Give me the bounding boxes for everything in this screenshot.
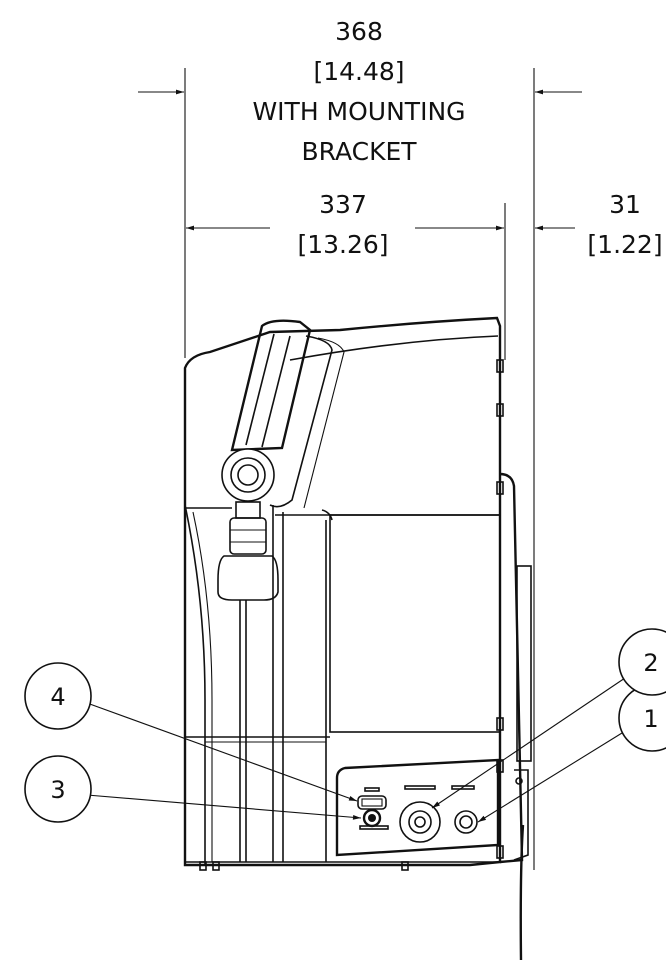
dimension-body: 337 [13.26]	[186, 190, 506, 360]
connector-2-outer	[399, 801, 441, 843]
fastener-2	[496, 403, 504, 417]
knob-mid	[230, 457, 266, 493]
connector-2-label	[404, 785, 436, 790]
callout-2: 2	[431, 628, 666, 809]
connector-2-core	[414, 816, 426, 828]
connector-1-inner	[459, 815, 473, 829]
front-curve-inner	[192, 511, 213, 862]
bracket-hole	[515, 777, 523, 785]
dim-body-inch: [13.26]	[297, 230, 388, 259]
dimension-overall: 368 [14.48] WITH MOUNTING BRACKET	[138, 17, 582, 870]
device-side-view	[183, 316, 532, 960]
dim-overall-note-line2: BRACKET	[301, 137, 417, 166]
mounting-bracket	[499, 472, 524, 864]
dim-bracket-mm: 31	[609, 190, 641, 219]
callout-1-number: 1	[643, 705, 658, 733]
callout-3-number: 3	[50, 776, 65, 804]
bottle-neck	[235, 501, 261, 519]
dim-body-mm: 337	[319, 190, 367, 219]
fastener-4	[496, 717, 504, 731]
lid-handle-inner	[245, 333, 275, 446]
connector-4-pins	[361, 798, 383, 807]
lid-curve-2	[303, 337, 345, 509]
dim-overall-note-line1: WITH MOUNTING	[252, 97, 465, 126]
callout-4-number: 4	[50, 683, 65, 711]
leader-line-4	[86, 702, 358, 802]
cable	[519, 824, 525, 960]
dimension-bracket: 31 [1.22]	[535, 190, 663, 259]
connector-1-outer	[454, 810, 478, 834]
connector-panel	[335, 758, 500, 857]
door-corner	[321, 509, 333, 521]
connector-3	[362, 808, 382, 828]
lid-handle	[230, 319, 312, 452]
device-outline	[183, 316, 502, 867]
lid-curve	[269, 335, 333, 508]
leader-line-3	[86, 794, 362, 820]
fastener-1	[496, 359, 504, 373]
leader-line-2	[431, 677, 626, 809]
callout-3: 3	[24, 755, 362, 823]
bottle-collar	[229, 517, 267, 555]
bottle-body	[217, 555, 279, 601]
lid-handle-inner-2	[261, 335, 291, 448]
balloon-4	[24, 662, 92, 730]
door-panel	[329, 514, 501, 733]
dim-overall-inch: [14.48]	[313, 57, 404, 86]
foot-mid	[212, 861, 220, 871]
callout-2-number: 2	[643, 649, 658, 677]
knob-inner	[237, 464, 259, 486]
callout-1: 1	[477, 684, 666, 823]
front-curve	[184, 504, 206, 865]
connector-4-label	[364, 787, 380, 792]
fastener-3	[496, 481, 504, 495]
balloon-2	[618, 628, 666, 696]
connector-1-label	[451, 785, 475, 790]
callout-4: 4	[24, 662, 358, 802]
foot-left	[199, 861, 207, 871]
fastener-6	[496, 845, 504, 859]
top-housing-line	[289, 335, 499, 361]
connector-3-center	[368, 814, 376, 822]
bracket-plate	[516, 565, 532, 762]
leader-line-1	[477, 732, 623, 823]
connector-2-inner	[408, 810, 432, 834]
knob-outer	[221, 448, 275, 502]
balloon-3	[24, 755, 92, 823]
foot-right	[401, 861, 409, 871]
dim-bracket-inch: [1.22]	[587, 230, 662, 259]
dim-overall-mm: 368	[335, 17, 383, 46]
